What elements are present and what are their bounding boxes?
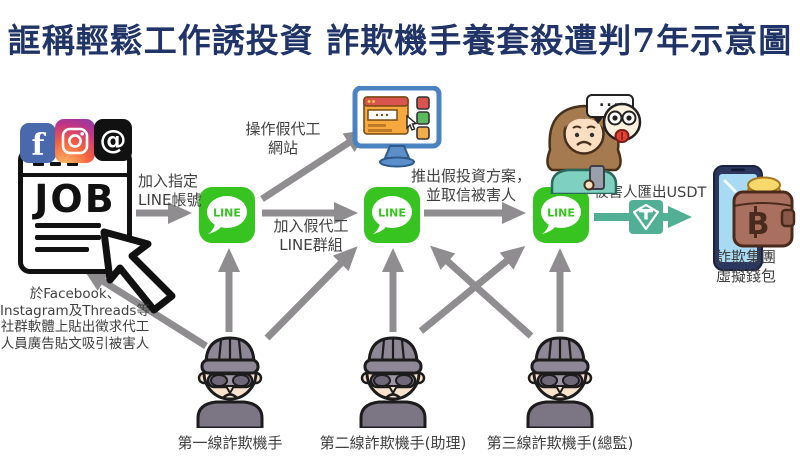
scammer-3-label: 第三線詐欺機手(總監): [486, 434, 634, 452]
scammer-1-icon: [196, 336, 264, 428]
job-window-menu-dashes: [33, 158, 127, 170]
fraud-wallet-label: 詐欺集團 虛擬錢包: [715, 248, 776, 285]
line-app-icon-3: LINE: [533, 187, 589, 243]
threads-icon: @: [94, 119, 132, 161]
instagram-icon: [55, 119, 95, 163]
arrow-scammer3-to-line2: [430, 245, 534, 339]
label-join-fake-group: 加入假代工 LINE群組: [273, 217, 349, 254]
label-join-line-account: 加入指定 LINE帳號: [138, 172, 202, 209]
instagram-camera-glyph: [61, 127, 89, 155]
arrow-scammer2-to-line3: [418, 245, 526, 334]
scammer-2-label: 第二線詐欺機手(助理): [319, 434, 467, 452]
label-fake-investment: 推出假投資方案， 並取信被害人: [410, 167, 531, 204]
line-app-icon-2: LINE: [364, 187, 420, 243]
job-heading: JOB: [34, 177, 116, 221]
arrow-scammer1-to-line2: [264, 246, 358, 341]
scammer-1-label: 第一線詐欺機手: [177, 434, 283, 452]
job-text-lines: [23, 221, 127, 252]
line-app-icon-1: LINE: [199, 187, 255, 243]
label-operate-fake-site: 操作假代工 網站: [245, 120, 321, 157]
fake-website-monitor-icon: [352, 86, 442, 168]
diagram-title: 誆稱輕鬆工作誘投資 詐欺機手養套殺遭判7年示意圖: [7, 21, 793, 60]
line-wordmark: LINE: [213, 207, 241, 220]
devil-emoji-icon: [602, 102, 642, 143]
tether-usdt-icon: [629, 200, 663, 234]
facebook-icon: f: [20, 123, 56, 163]
job-window-divider: [23, 173, 127, 177]
bitcoin-glyph: B: [747, 207, 770, 242]
scammer-2-icon: [359, 336, 427, 428]
cursor-icon: [100, 228, 176, 314]
label-usdt-out: 被害人匯出USDT: [594, 185, 707, 201]
social-post-note: 於Facebook、 Instagram及Threads等 社群軟體上貼出徵求代…: [0, 286, 150, 352]
line-wordmark: LINE: [547, 207, 575, 220]
scammer-3-icon: [526, 336, 594, 428]
phone-wallet-icon: B: [713, 165, 796, 271]
line-wordmark: LINE: [378, 207, 406, 220]
